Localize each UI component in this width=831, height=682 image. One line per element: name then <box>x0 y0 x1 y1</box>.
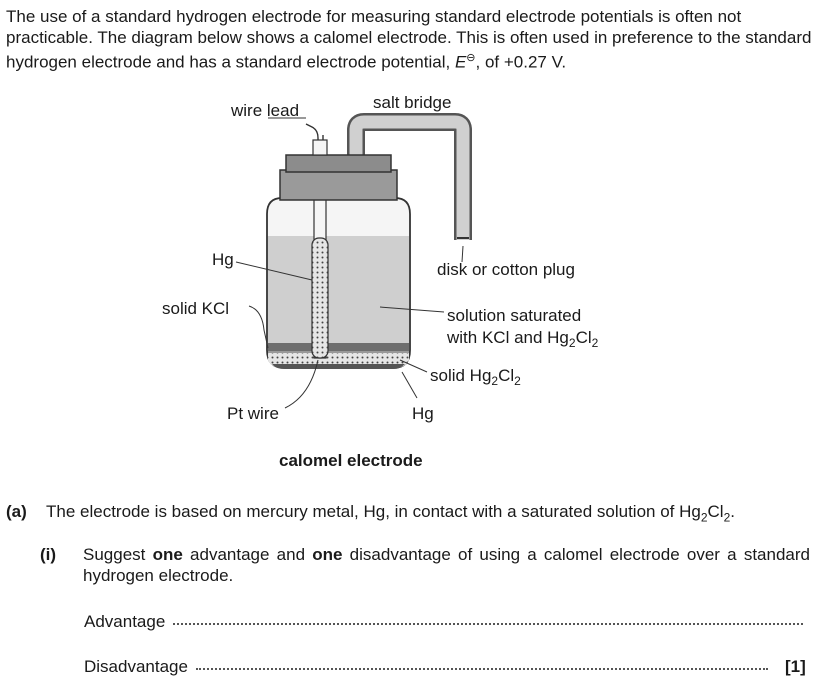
wire-lead <box>305 123 319 155</box>
label-solid-hg2cl2: solid Hg2Cl2 <box>430 366 521 388</box>
leader-lines <box>235 117 464 409</box>
label-hg-top: Hg <box>212 250 234 269</box>
question-i-text: Suggest one advantage and one disadvanta… <box>83 545 810 585</box>
label-hg-bottom: Hg <box>412 404 434 423</box>
label-solid-kcl: solid KCl <box>162 299 229 318</box>
intro-text-2: , of +0.27 V. <box>475 52 567 72</box>
symbol-e: E <box>454 52 467 72</box>
intro-text-1: The use of a standard hydrogen electrode… <box>6 7 812 72</box>
solid-kcl-layer <box>268 343 409 351</box>
label-solution-line1: solution saturated <box>447 306 581 325</box>
advantage-label: Advantage <box>84 612 166 631</box>
calomel-electrode-diagram: wire lead salt bridge Hg solid KCl disk … <box>162 93 599 423</box>
advantage-input[interactable] <box>173 622 804 625</box>
label-pt-wire: Pt wire <box>227 404 279 423</box>
marks-label: [1] <box>785 657 806 676</box>
label-disk-plug: disk or cotton plug <box>437 260 575 279</box>
question-a-number: (a) <box>6 502 27 521</box>
kcl-solution <box>268 236 409 343</box>
label-salt-bridge: salt bridge <box>373 93 451 112</box>
vessel-lid-lower <box>279 169 398 201</box>
standard-symbol: ⊖ <box>466 52 476 64</box>
mercury-pool <box>272 364 405 369</box>
label-wire-lead: wire lead <box>230 101 299 120</box>
disadvantage-label: Disadvantage <box>84 657 188 676</box>
diagram-caption: calomel electrode <box>279 451 423 470</box>
vessel-lid-upper <box>285 154 392 173</box>
question-i-number: (i) <box>40 545 57 564</box>
disadvantage-answer-line: Disadvantage <box>84 657 768 677</box>
question-a-text: The electrode is based on mercury metal,… <box>46 502 736 525</box>
label-solution-line2: with KCl and Hg2Cl2 <box>446 328 599 350</box>
intro-paragraph: The use of a standard hydrogen electrode… <box>6 6 824 73</box>
inner-hg-column <box>311 237 329 359</box>
advantage-answer-line: Advantage <box>84 612 804 632</box>
disadvantage-input[interactable] <box>195 667 768 670</box>
